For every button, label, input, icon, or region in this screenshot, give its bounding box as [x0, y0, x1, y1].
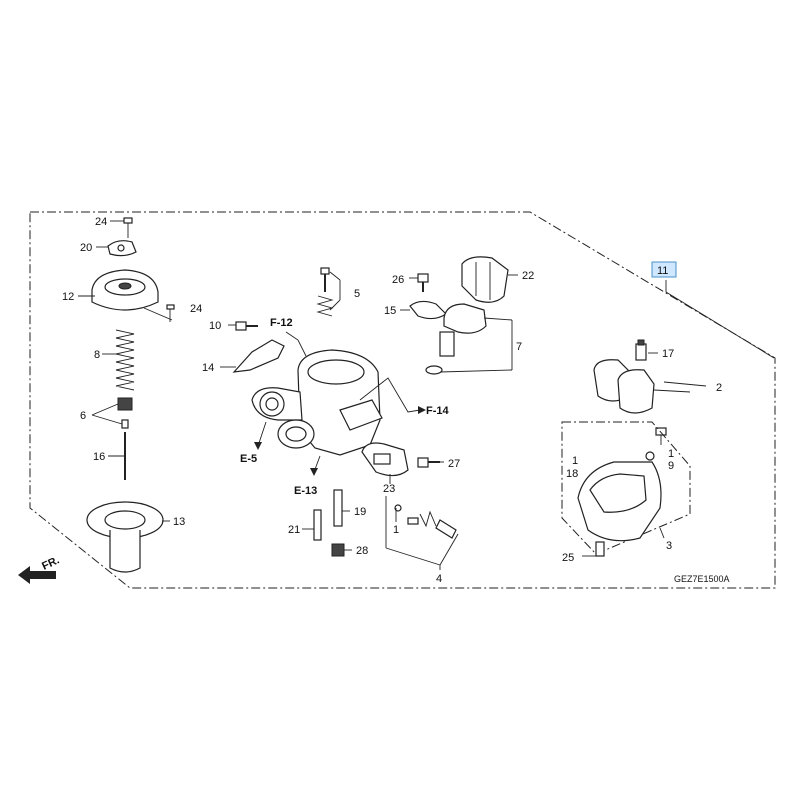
part-10-bolt[interactable]	[235, 321, 258, 331]
callout-4: 4	[436, 573, 442, 585]
callout-1: 1	[572, 455, 578, 467]
callout-3: 3	[666, 540, 672, 552]
callout-9: 9	[668, 460, 674, 472]
part-21-jet[interactable]	[313, 509, 322, 541]
part-27-drain-screw[interactable]	[417, 457, 440, 468]
part-24-top-screw[interactable]	[123, 217, 133, 238]
callout-6: 6	[80, 410, 86, 422]
carburetor-body[interactable]	[251, 349, 383, 456]
callout-15: 15	[384, 305, 396, 317]
part-12-top-cover[interactable]	[91, 269, 159, 311]
direction-label: FR.	[40, 554, 61, 572]
ref-e13-arrow	[310, 455, 321, 476]
callout-18: 18	[566, 468, 578, 480]
ref-e5: E-5	[240, 453, 257, 465]
ref-f14-arrow	[359, 377, 426, 414]
part-19-jet[interactable]	[333, 489, 343, 527]
callout-28: 28	[356, 545, 368, 557]
callout-11-highlight	[651, 261, 677, 278]
callout-7: 7	[516, 341, 522, 353]
part-22-starter-cover[interactable]	[461, 256, 509, 303]
callout-11: 11	[657, 265, 668, 277]
callout-22: 22	[522, 270, 534, 282]
ref-f12-arrow	[285, 331, 307, 357]
front-direction-arrow: FR.	[18, 554, 61, 584]
part-5-screw-spring[interactable]	[316, 267, 334, 317]
part-24-side-screw[interactable]	[166, 304, 175, 322]
callout-16: 16	[93, 451, 105, 463]
part-20-cover-plate[interactable]	[107, 240, 137, 257]
part-15-plate[interactable]	[409, 300, 447, 320]
callout-8: 8	[94, 349, 100, 361]
ref-e13: E-13	[294, 485, 317, 497]
callout-23: 23	[383, 483, 395, 495]
part-17-float-valve[interactable]	[635, 339, 647, 361]
part-8-spring[interactable]	[115, 329, 135, 391]
part-14-bracket[interactable]	[232, 339, 285, 373]
callout-10: 10	[209, 320, 221, 332]
ref-f14: F-14	[426, 405, 450, 417]
part-9-ring[interactable]	[645, 451, 655, 461]
part-7-auto-choke[interactable]	[425, 303, 487, 375]
part-23-gasket[interactable]	[361, 442, 409, 477]
callout-12: 12	[62, 291, 74, 303]
part-13-piston-diaphragm[interactable]	[86, 501, 164, 573]
callout-20: 20	[80, 242, 92, 254]
part-28-nut[interactable]	[331, 543, 345, 557]
assembly-frame	[29, 211, 776, 589]
part-4-screw-set[interactable]	[394, 504, 457, 539]
callout-1: 1	[668, 448, 674, 460]
diagram-code: GEZ7E1500A	[674, 574, 730, 584]
callout-24: 24	[95, 216, 107, 228]
part-3-float-chamber[interactable]	[561, 421, 691, 557]
callout-25: 25	[562, 552, 574, 564]
ref-e5-arrow	[254, 421, 267, 450]
callout-24: 24	[190, 303, 202, 315]
part-1-screw[interactable]	[655, 427, 667, 445]
callout-1: 1	[393, 524, 399, 536]
callout-17: 17	[662, 348, 674, 360]
callout-27: 27	[448, 458, 460, 470]
callout-14: 14	[202, 362, 214, 374]
callout-21: 21	[288, 524, 300, 536]
part-2-float[interactable]	[593, 359, 691, 414]
callout-5: 5	[354, 288, 360, 300]
callout-26: 26	[392, 274, 404, 286]
ref-f12: F-12	[270, 317, 293, 329]
callout-2: 2	[716, 382, 722, 394]
callout-19: 19	[354, 506, 366, 518]
callout-13: 13	[173, 516, 185, 528]
part-26-screw[interactable]	[417, 273, 429, 292]
